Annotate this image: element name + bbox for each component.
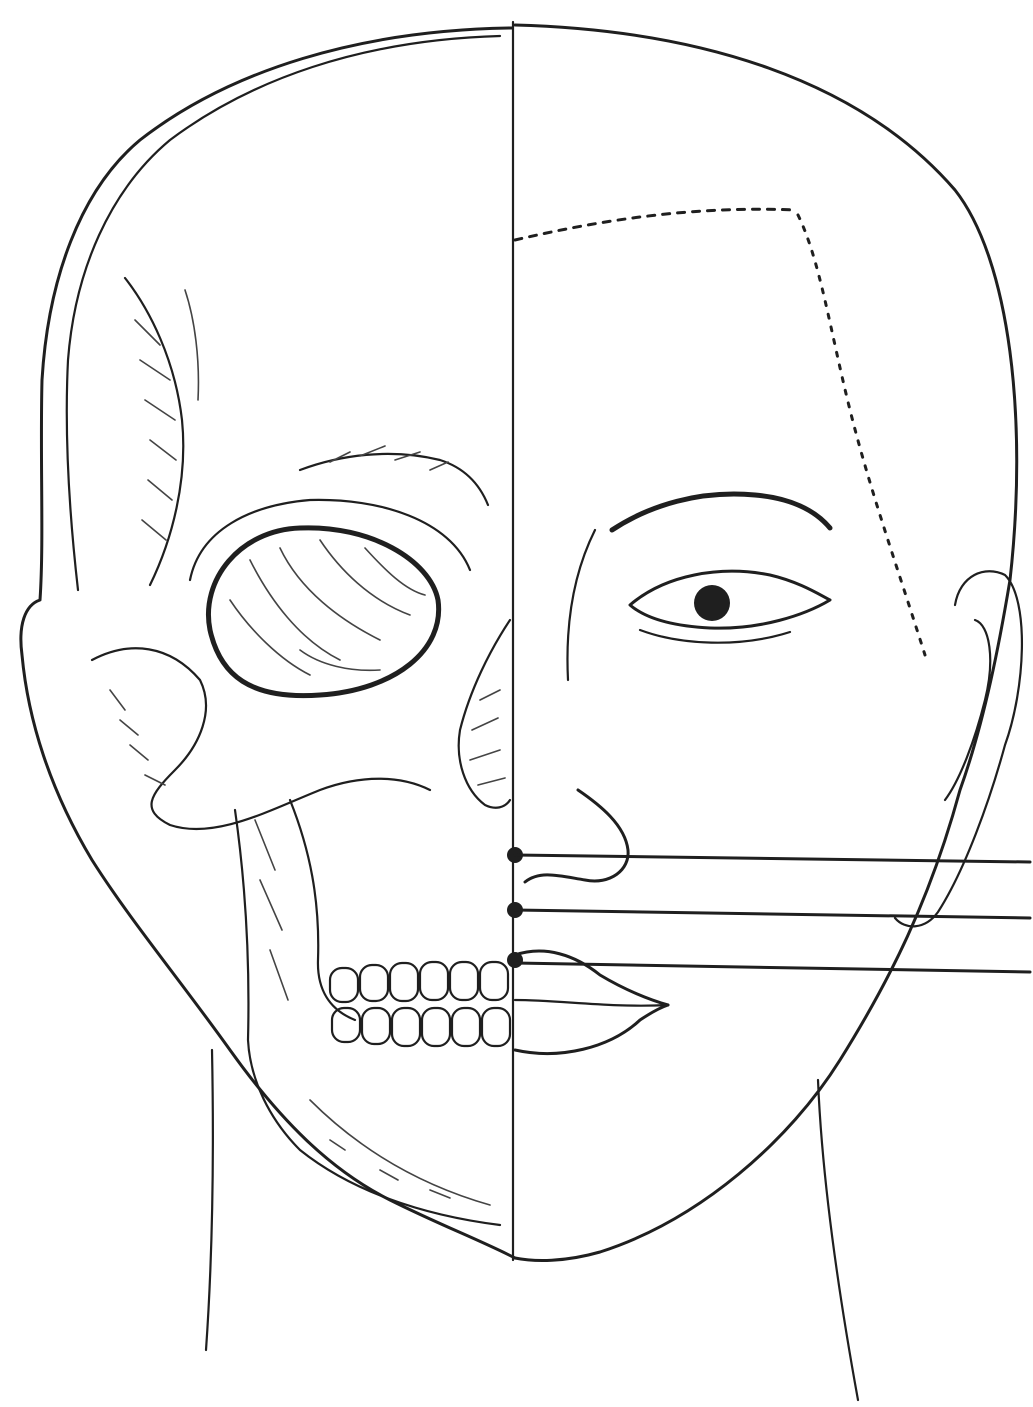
upper-lip — [515, 951, 668, 1005]
teeth-lower — [332, 1008, 510, 1046]
neck-right-outline — [818, 1080, 858, 1400]
nasal-aperture — [459, 620, 510, 808]
neck-left-outline — [206, 1050, 213, 1350]
orbit-rim-outer — [190, 500, 470, 580]
zygomatic-hatch — [110, 690, 165, 785]
eye-iris — [694, 585, 730, 621]
orbit-shading — [230, 540, 425, 675]
ear-right-inner — [945, 620, 990, 800]
temporal-hatch-b — [185, 290, 198, 400]
leader-line-1 — [515, 855, 1030, 862]
temporal-hatch-a — [135, 320, 176, 540]
ramus-hatch — [255, 820, 288, 1000]
maxilla-line — [290, 800, 355, 1020]
hairline-side — [798, 215, 925, 655]
eyebrow — [612, 494, 830, 530]
hairline-top — [515, 209, 795, 240]
lip-line — [515, 1000, 668, 1006]
nasal-hatch — [470, 690, 505, 785]
brow-ridge-skull — [300, 454, 488, 505]
landmark-stomion — [507, 952, 523, 968]
mandible-lower-hatch — [310, 1100, 490, 1205]
orbit-socket — [208, 528, 438, 696]
skull-outline-left-inner — [67, 36, 500, 590]
cheek-line — [567, 530, 595, 680]
eye-lower-lid — [640, 630, 790, 643]
lower-lip — [515, 1005, 668, 1053]
skull-outline-left — [21, 28, 515, 1258]
nose — [525, 790, 628, 882]
leader-line-2 — [515, 910, 1030, 918]
head-outline-right — [515, 25, 1017, 1260]
ramus-line — [235, 810, 500, 1225]
zygomatic-bone — [92, 648, 430, 829]
teeth-upper — [330, 962, 508, 1002]
temporal-line — [125, 278, 183, 585]
eye-outline — [630, 571, 830, 628]
